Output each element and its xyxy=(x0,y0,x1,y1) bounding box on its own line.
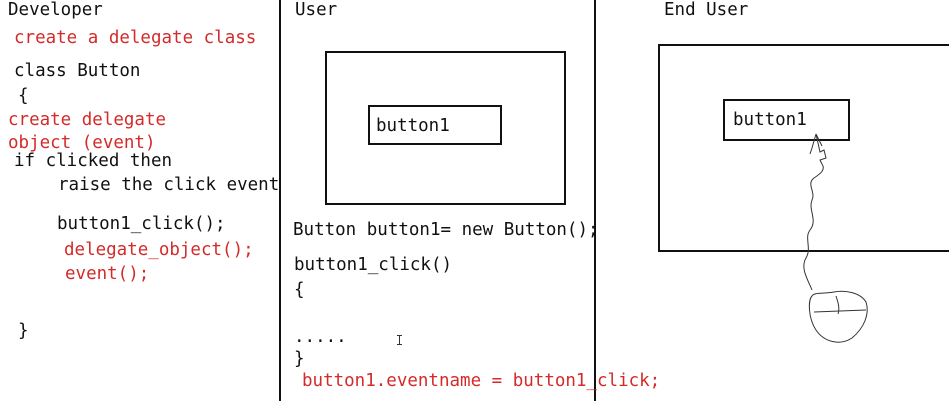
text-cursor-icon xyxy=(397,330,402,345)
user-button1-label: button1 xyxy=(376,116,450,136)
class-open-brace: { xyxy=(18,86,29,106)
event-assignment: button1.eventname = button1_click; xyxy=(302,371,661,391)
button1-click-method: button1_click() xyxy=(294,255,453,275)
event-call: event(); xyxy=(65,264,150,284)
divider-user-enduser xyxy=(594,0,596,401)
class-declaration: class Button xyxy=(14,61,141,81)
raise-click-event-line: raise the click event xyxy=(58,175,280,195)
create-delegate-object-note-line2: object (event) xyxy=(8,133,156,153)
method-body-dots: ..... xyxy=(294,327,347,347)
end-user-header: End User xyxy=(664,0,749,20)
create-delegate-class-note: create a delegate class xyxy=(14,28,257,48)
button-declaration: Button button1= new Button(); xyxy=(293,220,599,240)
create-delegate-object-note-line1: create delegate xyxy=(8,110,167,130)
user-button1[interactable]: button1 xyxy=(368,105,502,145)
end-user-form-frame xyxy=(658,44,949,252)
end-user-button1-label: button1 xyxy=(733,110,807,130)
class-close-brace: } xyxy=(18,321,29,341)
button1-click-call: button1_click(); xyxy=(57,214,226,234)
divider-developer-user xyxy=(279,0,281,401)
mouse-sketch-icon xyxy=(803,133,868,343)
user-form-frame xyxy=(325,51,566,205)
method-close-brace: } xyxy=(294,349,305,369)
delegate-object-call: delegate_object(); xyxy=(64,240,254,260)
method-open-brace: { xyxy=(294,280,305,300)
end-user-button1[interactable]: button1 xyxy=(723,99,850,141)
developer-header: Developer xyxy=(8,0,103,20)
if-clicked-line: if clicked then xyxy=(14,151,173,171)
user-header: User xyxy=(295,0,338,20)
